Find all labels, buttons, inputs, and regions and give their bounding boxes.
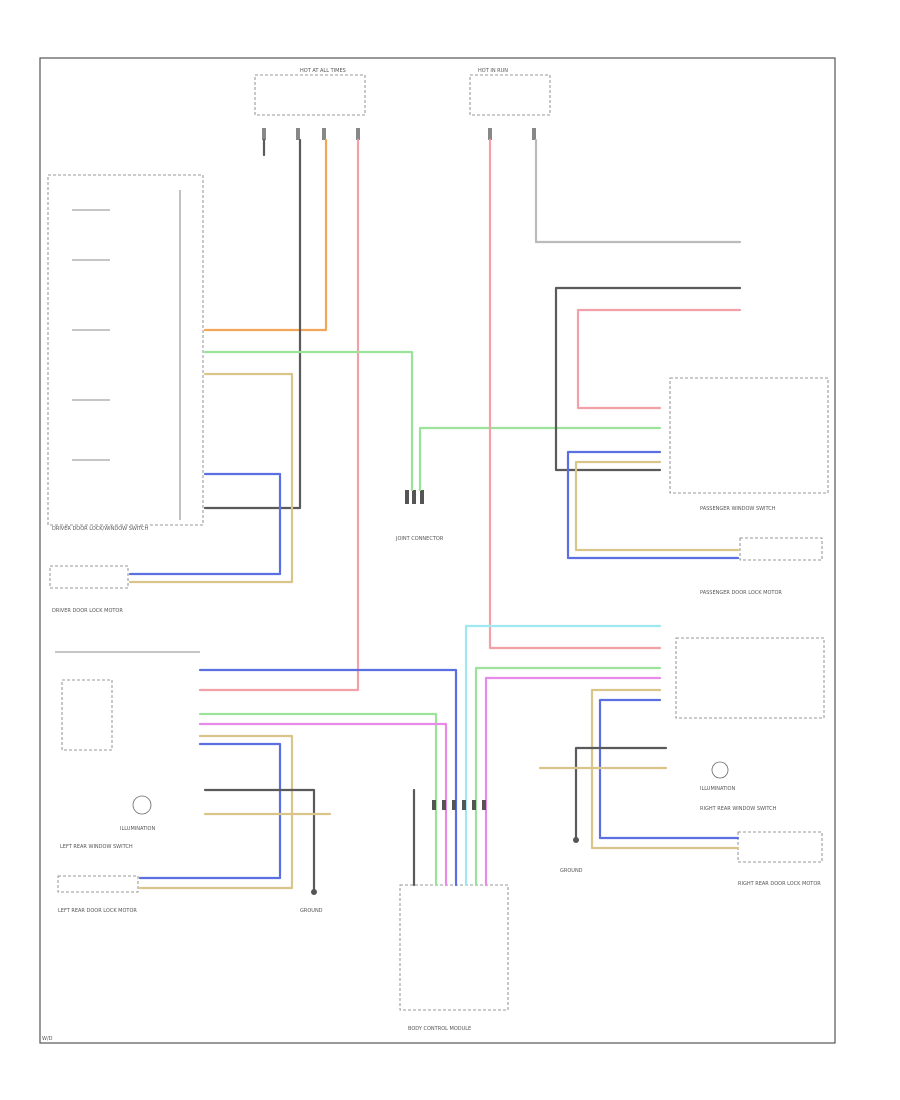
diagram-frame	[39, 57, 836, 1044]
svg-text:LEFT REAR WINDOW SWITCH: LEFT REAR WINDOW SWITCH	[60, 844, 133, 850]
svg-text:GROUND: GROUND	[300, 908, 323, 914]
svg-text:RIGHT REAR DOOR LOCK MOTOR: RIGHT REAR DOOR LOCK MOTOR	[738, 881, 821, 887]
footer-code: W/D	[42, 1036, 53, 1042]
wire-dark-right-rear	[538, 746, 668, 840]
svg-text:BODY CONTROL MODULE: BODY CONTROL MODULE	[408, 1026, 471, 1032]
wire-pink-right	[488, 138, 742, 650]
svg-text:DRIVER DOOR LOCK/WINDOW SWITCH: DRIVER DOOR LOCK/WINDOW SWITCH	[52, 526, 149, 532]
ground-right: GROUND	[560, 837, 583, 874]
ground-left: GROUND	[300, 889, 323, 914]
left-rear-lock-motor: LEFT REAR DOOR LOCK MOTOR	[57, 875, 139, 914]
wire-green-center	[203, 350, 662, 492]
svg-text:DRIVER DOOR LOCK MOTOR: DRIVER DOOR LOCK MOTOR	[52, 608, 123, 614]
wire-gray-right	[534, 138, 742, 244]
wire-green-right-rear	[474, 666, 662, 887]
wire-orange	[203, 138, 328, 332]
fuse-block-right: HOT IN RUN	[469, 68, 551, 140]
svg-text:RIGHT REAR WINDOW SWITCH: RIGHT REAR WINDOW SWITCH	[700, 806, 777, 812]
fuse-block-left: HOT AT ALL TIMES	[254, 68, 366, 140]
wire-tan-left	[128, 372, 294, 584]
wire-dark-right	[554, 286, 742, 472]
driver-window-switch: DRIVER DOOR LOCK/WINDOW SWITCH	[47, 174, 204, 532]
passenger-lock-motor: PASSENGER DOOR LOCK MOTOR	[700, 537, 823, 596]
left-rear-window-switch: ILLUMINATION LEFT REAR WINDOW SWITCH	[55, 651, 200, 850]
wire-cyan	[464, 624, 662, 887]
right-rear-window-switch: ILLUMINATION RIGHT REAR WINDOW SWITCH	[675, 637, 825, 812]
wire-green-left-rear	[198, 712, 438, 887]
joint-connector-center: JOINT CONNECTOR	[395, 490, 444, 542]
wire-dark-left-rear	[203, 788, 332, 892]
svg-text:ILLUMINATION: ILLUMINATION	[700, 786, 735, 792]
wire-violet-left-rear	[198, 722, 448, 887]
bcm-connector-pins	[432, 800, 486, 810]
wire-tan-right	[574, 460, 740, 552]
wire-dark-top	[203, 138, 302, 510]
svg-text:PASSENGER WINDOW SWITCH: PASSENGER WINDOW SWITCH	[700, 506, 776, 512]
svg-text:PASSENGER DOOR LOCK MOTOR: PASSENGER DOOR LOCK MOTOR	[700, 590, 782, 596]
svg-text:ILLUMINATION: ILLUMINATION	[120, 826, 155, 832]
wire-tan-left-rear	[138, 734, 294, 890]
wire-blue-left	[128, 472, 282, 576]
passenger-window-switch: PASSENGER WINDOW SWITCH	[669, 377, 829, 512]
wire-violet-right-rear	[484, 676, 662, 887]
svg-text:LEFT REAR DOOR LOCK MOTOR: LEFT REAR DOOR LOCK MOTOR	[58, 908, 137, 914]
svg-text:GROUND: GROUND	[560, 868, 583, 874]
wire-pink-left	[198, 138, 360, 692]
svg-text:HOT IN RUN: HOT IN RUN	[478, 68, 508, 74]
wire-blue-left-rear	[138, 668, 458, 887]
svg-text:JOINT CONNECTOR: JOINT CONNECTOR	[395, 536, 444, 542]
driver-lock-motor: DRIVER DOOR LOCK MOTOR	[49, 565, 129, 614]
wire-blue-right	[566, 450, 740, 560]
body-control-module: BODY CONTROL MODULE	[399, 884, 509, 1032]
svg-text:HOT AT ALL TIMES: HOT AT ALL TIMES	[300, 68, 346, 74]
right-rear-lock-motor: RIGHT REAR DOOR LOCK MOTOR	[737, 831, 823, 887]
